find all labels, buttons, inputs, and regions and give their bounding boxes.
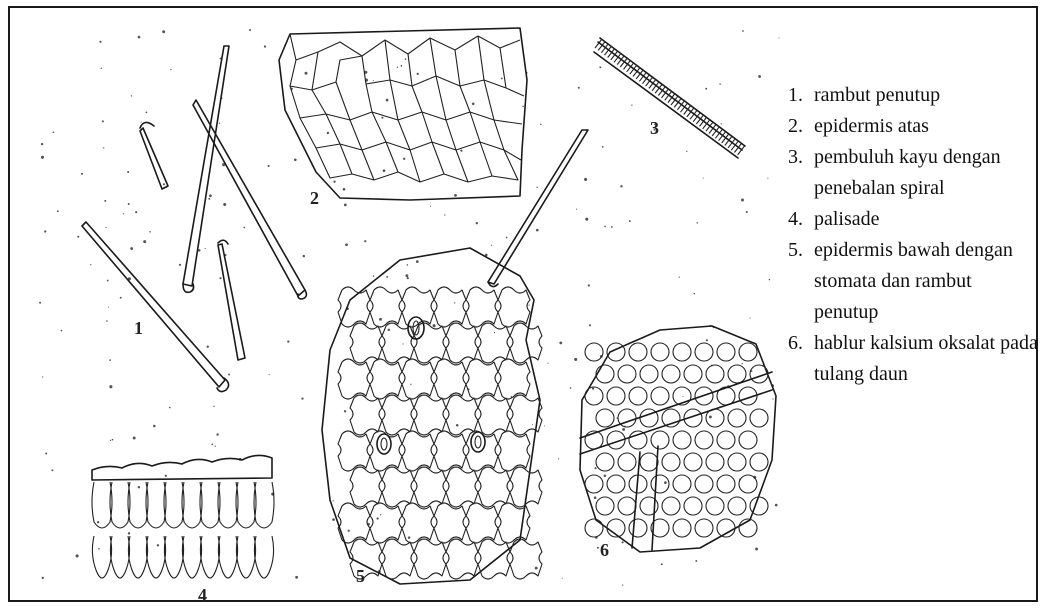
legend-item: 4. palisade	[788, 204, 1038, 235]
legend-text: palisade	[814, 208, 880, 230]
figure-number-3: 3	[650, 118, 659, 139]
legend-item: 1. rambut penutup	[788, 80, 1038, 111]
legend-number: 2.	[788, 111, 803, 142]
legend-text: epidermis bawah dengan stomata dan rambu…	[814, 239, 1013, 323]
calcium-oxalate-crystals	[580, 326, 776, 552]
upper-epidermis	[279, 28, 527, 200]
figure-number-1: 1	[134, 318, 143, 339]
figure-number-4: 4	[198, 585, 207, 606]
legend-number: 6.	[788, 328, 803, 359]
figure-number-2: 2	[310, 188, 319, 209]
figure-number-6: 6	[600, 540, 609, 561]
legend-item: 6. hablur kalsium oksalat pada tulang da…	[788, 328, 1038, 390]
legend-number: 5.	[788, 235, 803, 266]
background-speckles	[39, 29, 779, 586]
covering-hairs	[82, 46, 306, 392]
palisade-tissue	[92, 455, 274, 578]
legend-number: 3.	[788, 142, 803, 173]
legend: 1. rambut penutup 2. epidermis atas 3. p…	[788, 80, 1038, 390]
legend-text: hablur kalsium oksalat pada tulang daun	[814, 332, 1038, 385]
legend-text: pembuluh kayu dengan penebalan spiral	[814, 146, 1001, 199]
legend-number: 4.	[788, 204, 803, 235]
legend-text: epidermis atas	[814, 115, 929, 137]
legend-item: 3. pembuluh kayu dengan penebalan spiral	[788, 142, 1038, 204]
legend-text: rambut penutup	[814, 84, 940, 106]
legend-number: 1.	[788, 80, 803, 111]
figure-number-5: 5	[356, 566, 365, 587]
legend-item: 2. epidermis atas	[788, 111, 1038, 142]
legend-item: 5. epidermis bawah dengan stomata dan ra…	[788, 235, 1038, 328]
xylem-vessel	[594, 38, 745, 158]
